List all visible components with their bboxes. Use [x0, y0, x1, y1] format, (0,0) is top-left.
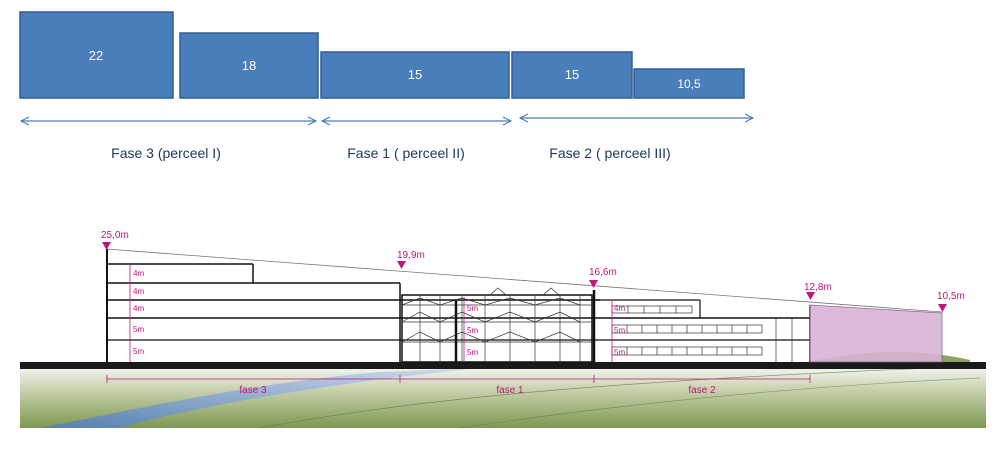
left-height-5: 5m: [133, 347, 144, 356]
phase-blocks: 22 18 15 15 10,5: [19, 11, 745, 99]
elevation-marker-3: 16,6m: [589, 267, 617, 278]
elevation-marker-icon: [102, 242, 111, 250]
roof-slope-line: [105, 248, 943, 313]
river: [40, 368, 480, 428]
elevation-marker-icon: [938, 304, 947, 312]
block-3-label: 15: [408, 67, 422, 82]
phase-bottom-3: fase 3: [239, 385, 267, 396]
phase-dimension-line: fase 3 fase 1 fase 2: [106, 375, 811, 396]
block-1: [19, 11, 174, 99]
right-height-2: 5m: [614, 326, 625, 335]
block-2: [179, 32, 319, 99]
elevation-marker-icon: [397, 261, 406, 269]
right-height-3: 5m: [614, 348, 625, 357]
mid-volume: [401, 294, 593, 363]
phase-bottom-1: fase 1: [496, 385, 524, 396]
left-height-3: 4m: [133, 304, 144, 313]
block-2-label: 18: [242, 58, 256, 73]
building-section: [105, 248, 943, 363]
right-windows: [611, 305, 793, 362]
left-height-1: 4m: [133, 269, 144, 278]
left-height-4: 5m: [133, 325, 144, 334]
block-5-label: 10,5: [677, 77, 701, 91]
left-height-2: 4m: [133, 287, 144, 296]
floor-heights: 4m 4m 4m 5m 5m 5m 5m 5m 4m 5m 5m: [129, 264, 625, 362]
ground-line: [20, 362, 986, 369]
pink-volume: [809, 304, 943, 363]
phase-bottom-2: fase 2: [688, 385, 716, 396]
mid-height-3: 5m: [467, 348, 478, 357]
phase-1-label: Fase 1 ( perceel II): [347, 145, 465, 161]
elevation-markers: 25,0m 19,9m 16,6m 12,8m 10,5m: [101, 230, 965, 312]
right-height-1: 4m: [614, 304, 625, 313]
elevation-marker-icon: [589, 280, 598, 288]
mid-facade-grid: [401, 287, 592, 362]
elevation-marker-1: 25,0m: [101, 230, 129, 241]
block-1-label: 22: [89, 48, 103, 63]
elevation-marker-icon: [806, 292, 815, 300]
block-5: [633, 68, 745, 99]
elevation-marker-2: 19,9m: [397, 250, 425, 261]
ground-band: [20, 368, 986, 428]
block-4: [511, 51, 633, 99]
block-4-label: 15: [565, 67, 579, 82]
mid-height-2: 5m: [467, 326, 478, 335]
terrain-line-2: [459, 377, 981, 429]
phase-arrows: Fase 3 (perceel I) Fase 1 ( perceel II) …: [21, 118, 753, 161]
elevation-marker-5: 10,5m: [937, 291, 965, 302]
mid-height-1: 5m: [467, 304, 478, 313]
terrain-line-1: [259, 365, 981, 429]
phase-3-label: Fase 3 (perceel I): [111, 145, 221, 161]
elevation-marker-4: 12,8m: [804, 282, 832, 293]
block-3: [320, 51, 510, 99]
phase-2-label: Fase 2 ( perceel III): [549, 145, 670, 161]
